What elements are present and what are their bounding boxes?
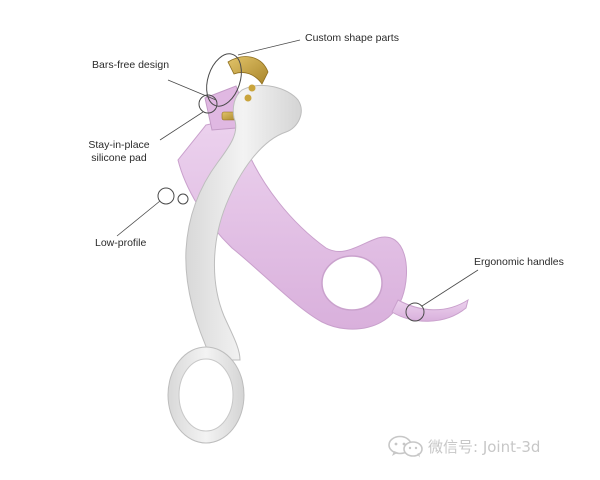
wechat-logo-icon bbox=[388, 435, 423, 458]
line-low-profile bbox=[116, 200, 161, 237]
watermark-text: 微信号: Joint-3d bbox=[428, 437, 541, 456]
label-low-profile: Low-profile bbox=[95, 237, 147, 249]
callout-circle-low-profile bbox=[157, 187, 175, 205]
pink-handle-hole bbox=[321, 255, 383, 311]
callout-circle-ergonomic bbox=[405, 302, 425, 322]
label-stay-in-place-line2: silicone pad bbox=[91, 152, 147, 164]
pink-handle-hook bbox=[391, 298, 469, 322]
callout-markers bbox=[157, 53, 425, 322]
line-stay-in-place bbox=[159, 111, 204, 141]
callout-circle-custom-shape bbox=[206, 53, 242, 107]
rivet-dot-2 bbox=[244, 94, 252, 102]
callout-lines bbox=[116, 39, 479, 307]
white-handle-hole bbox=[178, 358, 234, 432]
label-stay-in-place: Stay-in-place silicone pad bbox=[84, 139, 154, 165]
line-ergonomic bbox=[421, 269, 479, 307]
label-bars-free-design: Bars-free design bbox=[92, 59, 170, 71]
white-arm-body bbox=[185, 84, 302, 361]
rivet-dot-1 bbox=[248, 84, 256, 92]
label-ergonomic-handles: Ergonomic handles bbox=[474, 256, 564, 268]
label-stay-in-place-line1: Stay-in-place bbox=[88, 139, 150, 151]
label-custom-shape-parts: Custom shape parts bbox=[305, 32, 399, 44]
white-arm bbox=[167, 84, 302, 444]
watermark: 微信号: Joint-3d bbox=[386, 434, 540, 458]
line-custom-shape bbox=[237, 39, 301, 56]
callout-circle-bars-free bbox=[198, 94, 218, 114]
line-bars-free bbox=[167, 79, 217, 101]
callout-circle-low-profile-small bbox=[177, 193, 189, 205]
gold-pad-upper bbox=[227, 56, 269, 85]
